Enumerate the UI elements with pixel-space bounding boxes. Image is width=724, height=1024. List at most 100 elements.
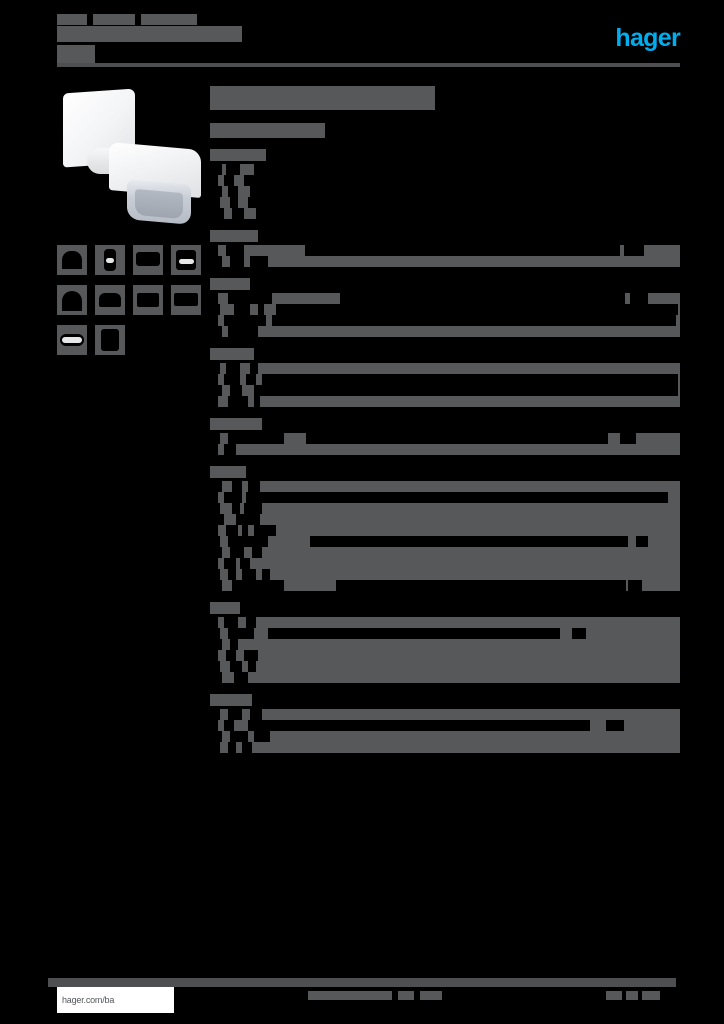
spec-row (210, 444, 680, 455)
footer-url-box[interactable]: hager.com/ba (57, 987, 174, 1013)
spec-section (210, 694, 680, 753)
row-gap (254, 525, 276, 536)
redacted-text-block (57, 45, 95, 65)
spec-row (210, 536, 680, 547)
row-gap (210, 245, 218, 256)
row-gap (226, 164, 240, 175)
spec-row-group (210, 293, 680, 337)
spec-row (210, 197, 680, 208)
row-gap (224, 720, 234, 731)
row-gap (210, 628, 220, 639)
spec-row (210, 569, 680, 580)
row-gap (210, 256, 222, 267)
spec-row (210, 481, 680, 492)
row-gap (340, 293, 625, 304)
spec-row-group (210, 617, 680, 683)
spec-section (210, 230, 680, 267)
row-gap (246, 374, 256, 385)
pictogram-glyph (62, 251, 82, 269)
row-gap (210, 731, 222, 742)
pictogram-glyph (136, 252, 160, 266)
redacted-text-block (398, 991, 414, 1000)
footer-url[interactable]: hager.com/ba (62, 995, 115, 1005)
row-gap (230, 661, 242, 672)
row-gap (210, 720, 218, 731)
row-gap (230, 547, 244, 558)
spec-row (210, 617, 680, 628)
main-content (210, 86, 680, 753)
section-heading-redacted (210, 230, 258, 242)
row-gap (276, 304, 678, 315)
pictogram-cap-icon (95, 285, 125, 315)
row-gap (242, 742, 252, 753)
spec-row (210, 731, 680, 742)
row-gap (210, 569, 220, 580)
spec-row-group (210, 481, 680, 591)
row-gap (210, 525, 218, 536)
spec-row (210, 720, 680, 731)
spec-row (210, 639, 680, 650)
row-gap (234, 672, 248, 683)
pictogram-highlight (179, 259, 194, 264)
row-gap (230, 197, 238, 208)
spec-row (210, 547, 680, 558)
product-subtitle-redacted (210, 123, 325, 138)
row-gap (232, 580, 284, 591)
row-gap (210, 481, 222, 492)
spec-row (210, 628, 680, 639)
row-gap (248, 720, 590, 731)
row-gap (210, 396, 218, 407)
spec-sections (210, 149, 680, 753)
row-gap (226, 245, 244, 256)
row-gap (210, 503, 220, 514)
redacted-text-block (308, 991, 392, 1000)
row-gap (232, 503, 240, 514)
row-gap (210, 661, 220, 672)
pictogram-glyph (174, 293, 198, 306)
row-gap (228, 709, 242, 720)
spec-row (210, 256, 680, 267)
row-gap (210, 536, 220, 547)
row-gap (310, 536, 628, 547)
row-gap (228, 569, 236, 580)
row-gap (242, 569, 256, 580)
row-gap (226, 525, 238, 536)
row-gap (305, 245, 620, 256)
pictogram-glyph (62, 291, 82, 311)
row-gap (230, 731, 248, 742)
pictogram-wide-rect-icon (171, 285, 201, 315)
row-gap (228, 326, 258, 337)
spec-row (210, 672, 680, 683)
row-gap (262, 569, 270, 580)
section-heading-redacted (210, 149, 266, 161)
spec-row (210, 709, 680, 720)
row-gap (336, 580, 626, 591)
pictogram-rect-icon (133, 285, 163, 315)
row-gap (210, 547, 222, 558)
spec-section (210, 418, 680, 455)
spec-section (210, 602, 680, 683)
spec-row-group (210, 709, 680, 753)
row-gap (620, 433, 636, 444)
row-gap (258, 304, 264, 315)
redacted-text-block (57, 26, 242, 42)
pictogram-tall-rect-icon (95, 325, 125, 355)
spec-row (210, 396, 680, 407)
page-footer: hager.com/ba (48, 978, 676, 1020)
pictogram-highlight (62, 337, 82, 343)
row-gap (254, 385, 678, 396)
row-gap (210, 164, 222, 175)
row-gap (228, 536, 268, 547)
spec-row (210, 503, 680, 514)
row-gap (252, 547, 262, 558)
row-gap (210, 650, 218, 661)
row-gap (210, 514, 224, 525)
spec-row (210, 492, 680, 503)
row-gap (210, 363, 220, 374)
row-gap (210, 617, 218, 628)
row-gap (210, 709, 220, 720)
page-header: hager (57, 14, 681, 66)
pictogram-bar-box-icon (171, 245, 201, 275)
spec-row (210, 650, 680, 661)
